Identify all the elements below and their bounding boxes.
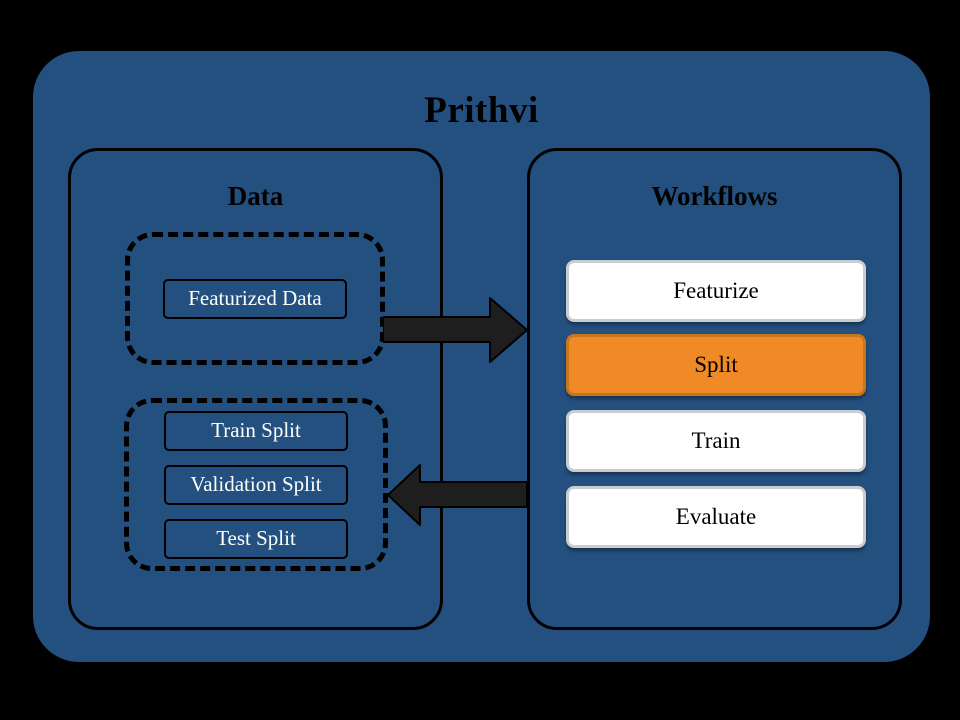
data-panel-title: Data bbox=[227, 181, 284, 211]
data-panel: Data Featurized Data Train Split Validat… bbox=[68, 148, 443, 630]
featurized-data-group: Featurized Data bbox=[125, 232, 385, 365]
page-title: Prithvi bbox=[424, 90, 539, 131]
workflow-step-train: Train bbox=[566, 410, 866, 472]
prithvi-container: Prithvi Data Featurized Data Train Split… bbox=[33, 51, 930, 662]
test-split-node: Test Split bbox=[164, 518, 348, 559]
splits-group: Train Split Validation Split Test Split bbox=[124, 398, 388, 571]
train-split-node: Train Split bbox=[164, 410, 348, 451]
validation-split-node: Validation Split bbox=[164, 464, 348, 505]
featurized-data-node: Featurized Data bbox=[163, 278, 347, 319]
workflow-step-split-active: Split bbox=[566, 334, 866, 396]
workflow-step-evaluate: Evaluate bbox=[566, 486, 866, 548]
arrow-workflows-to-data-icon bbox=[387, 464, 528, 526]
arrow-data-to-workflows-icon bbox=[383, 297, 528, 363]
workflows-panel-title: Workflows bbox=[651, 181, 778, 211]
workflows-panel: Workflows Featurize Split Train Evaluate bbox=[527, 148, 902, 630]
workflow-step-featurize: Featurize bbox=[566, 260, 866, 322]
